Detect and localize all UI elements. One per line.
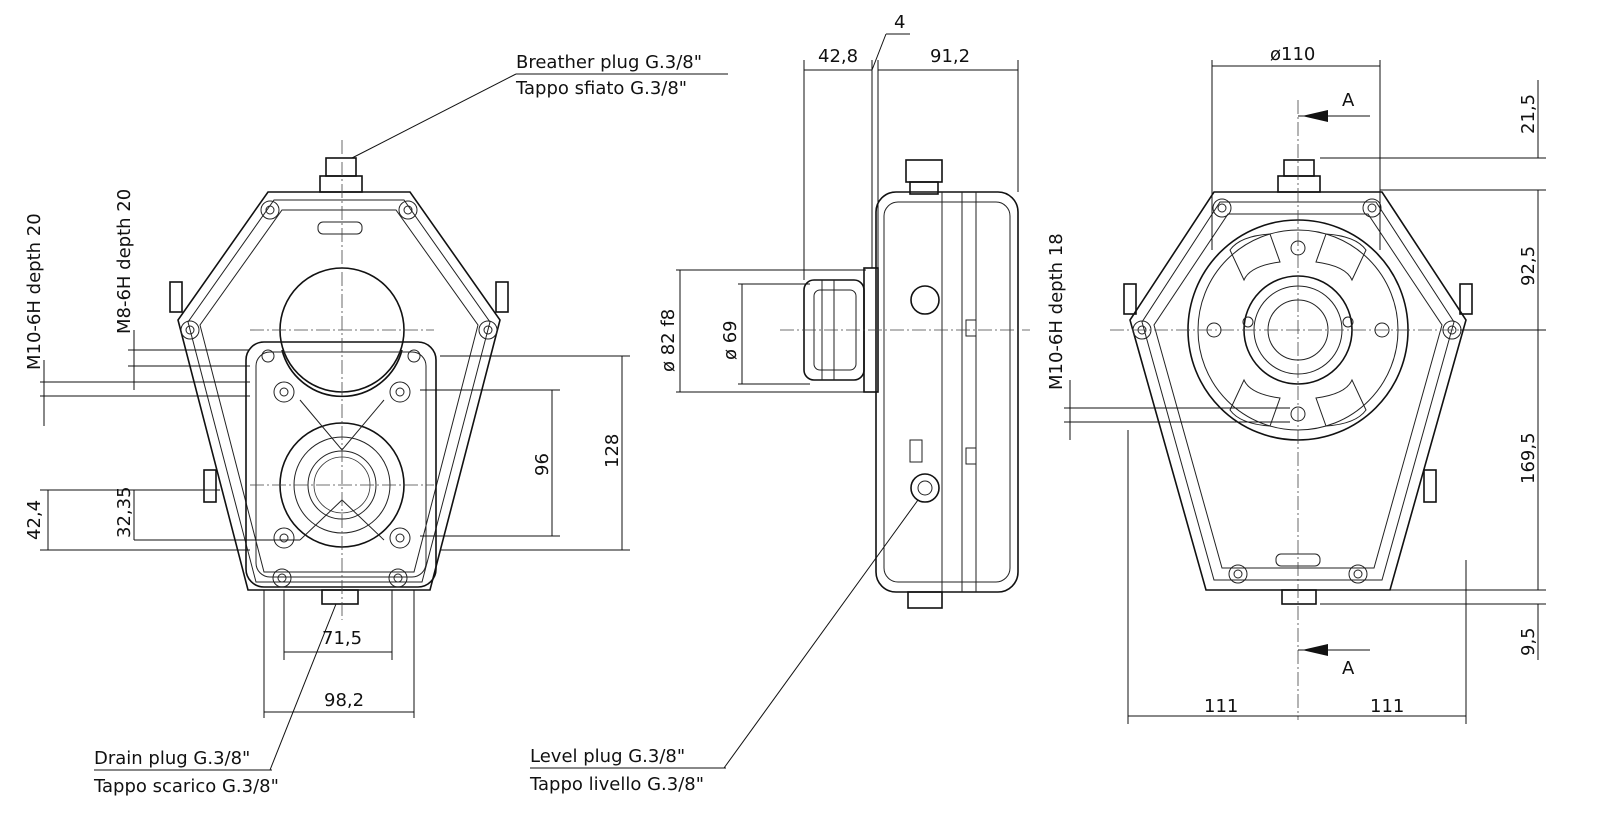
thread-m8-left: M8-6H depth 20 (114, 189, 135, 334)
thread-m10-right: M10-6H depth 18 (1046, 233, 1067, 390)
breather-label-it: Tappo sfiato G.3/8" (515, 78, 687, 99)
dim-21-5: 21,5 (1518, 94, 1539, 134)
drain-label-en: Drain plug G.3/8" (94, 748, 250, 769)
section-a-top: A (1342, 90, 1355, 111)
dim-4: 4 (894, 12, 905, 33)
side-view-dimensions (530, 33, 1019, 769)
side-view (780, 159, 1030, 609)
drain-label-it: Tappo scarico G.3/8" (93, 776, 279, 797)
dim-91-2: 91,2 (930, 46, 970, 67)
front-view-dimensions (40, 73, 728, 771)
annotations: Breather plug G.3/8" Tappo sfiato G.3/8"… (24, 12, 1539, 797)
level-label-it: Tappo livello G.3/8" (529, 774, 704, 795)
dim-42-4: 42,4 (24, 500, 45, 540)
dim-71-5: 71,5 (322, 628, 362, 649)
dim-32-35: 32,35 (114, 486, 135, 538)
rear-view (1110, 100, 1520, 720)
rear-view-dimensions (1064, 60, 1546, 724)
dim-96: 96 (532, 453, 553, 476)
dim-128: 128 (602, 434, 623, 468)
dim-98-2: 98,2 (324, 690, 364, 711)
dim-9-5: 9,5 (1518, 627, 1539, 656)
dim-111-left: 111 (1204, 696, 1238, 717)
dim-92-5: 92,5 (1518, 246, 1539, 286)
dim-42-8: 42,8 (818, 46, 858, 67)
dim-dia-110: ø110 (1270, 44, 1315, 65)
dim-169-5: 169,5 (1518, 432, 1539, 484)
front-view (169, 140, 509, 620)
dim-111-right: 111 (1370, 696, 1404, 717)
dim-dia-82f8: ø 82 f8 (658, 309, 679, 372)
thread-m10-left: M10-6H depth 20 (24, 213, 45, 370)
section-a-bottom: A (1342, 658, 1355, 679)
level-label-en: Level plug G.3/8" (530, 746, 685, 767)
breather-label-en: Breather plug G.3/8" (516, 52, 702, 73)
dim-dia-69: ø 69 (720, 320, 741, 360)
